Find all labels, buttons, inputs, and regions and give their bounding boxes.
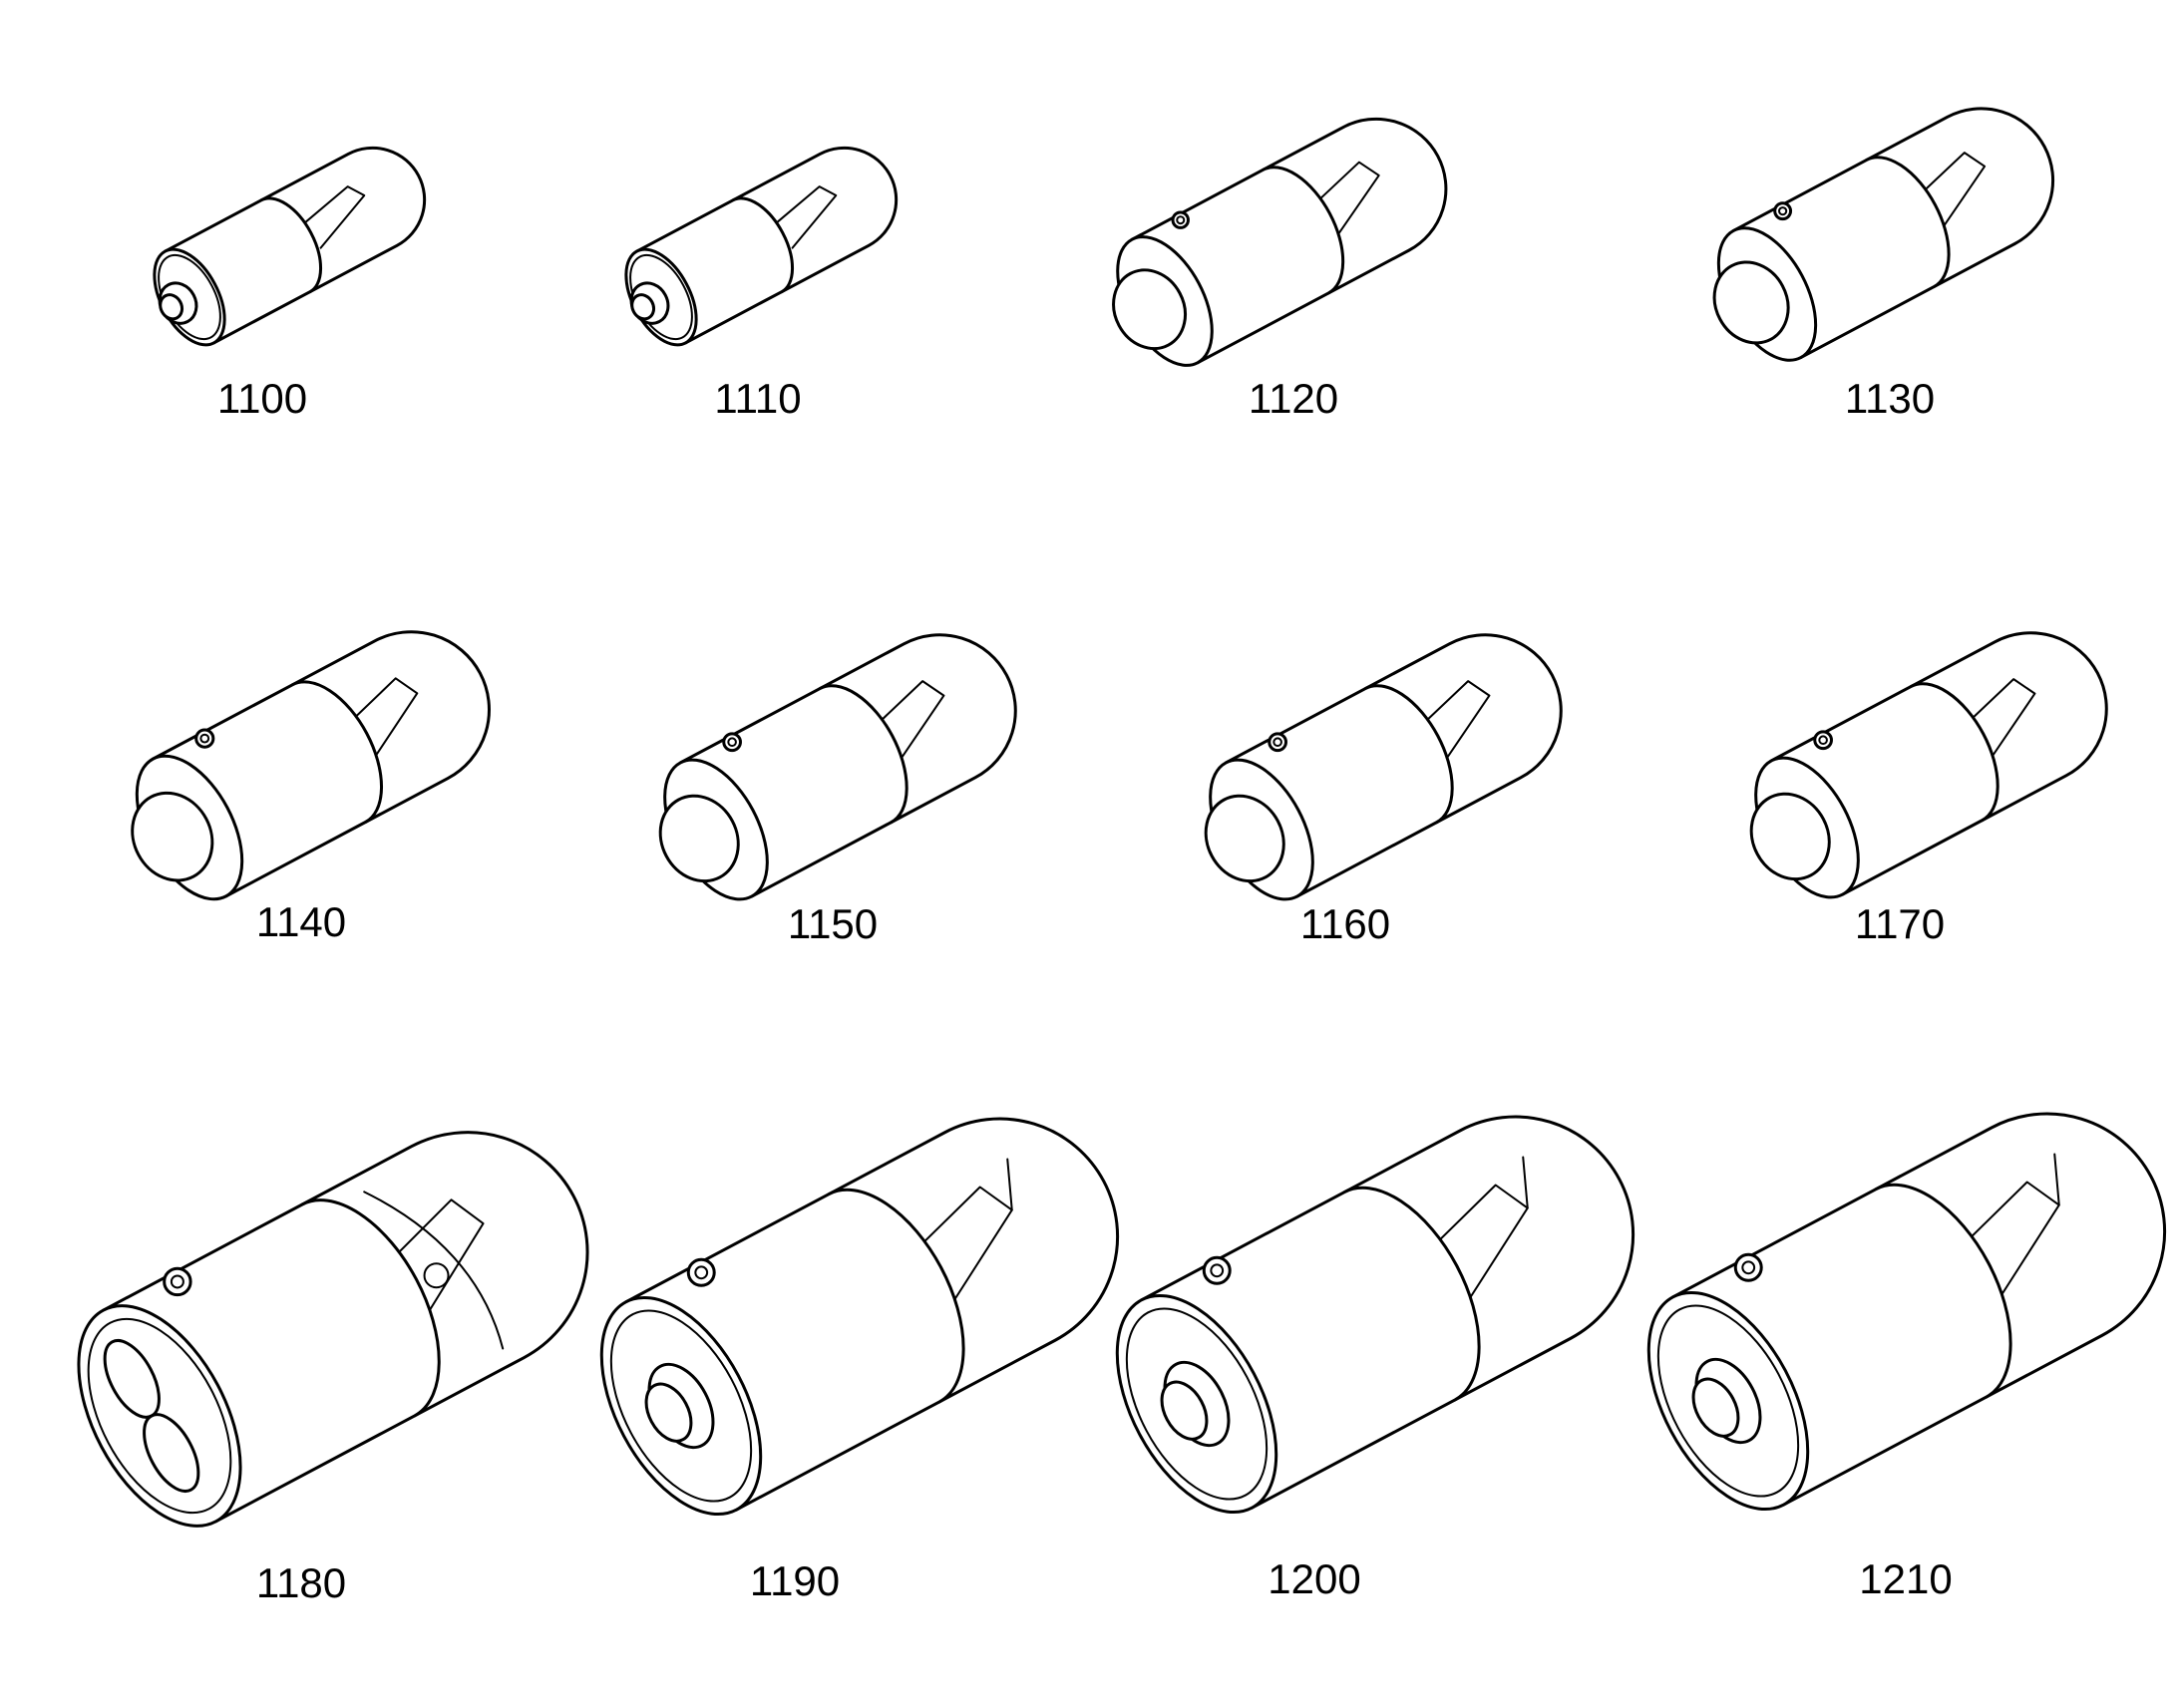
bulb-outline xyxy=(624,146,898,347)
bulb-outline xyxy=(1115,1115,1635,1515)
bulb-outline xyxy=(1204,633,1563,901)
figure-label: 1190 xyxy=(749,1557,841,1604)
bulb-outline xyxy=(1712,107,2055,362)
figure-label: 1110 xyxy=(714,375,802,422)
figure-label: 1150 xyxy=(787,900,879,947)
bulb-outline xyxy=(153,146,426,347)
figure-label: 1130 xyxy=(1844,375,1936,422)
figure-label: 1210 xyxy=(1859,1555,1953,1602)
figure-label: 1160 xyxy=(1299,900,1391,947)
figure-label: 1180 xyxy=(255,1559,347,1606)
bulb-outline xyxy=(77,1131,589,1528)
bulb-outline xyxy=(131,630,491,901)
bulb-outline xyxy=(658,633,1017,901)
bulb-outline xyxy=(599,1117,1120,1517)
figure-label: 1100 xyxy=(216,375,308,422)
figure-label: 1140 xyxy=(255,898,347,945)
bulb-outline xyxy=(1646,1112,2167,1512)
bulb-outline xyxy=(1112,117,1448,367)
figure-label: 1200 xyxy=(1268,1555,1361,1602)
figure-label: 1170 xyxy=(1854,900,1946,947)
figure-label: 1120 xyxy=(1248,375,1339,422)
bulb-outline xyxy=(1749,631,2108,899)
